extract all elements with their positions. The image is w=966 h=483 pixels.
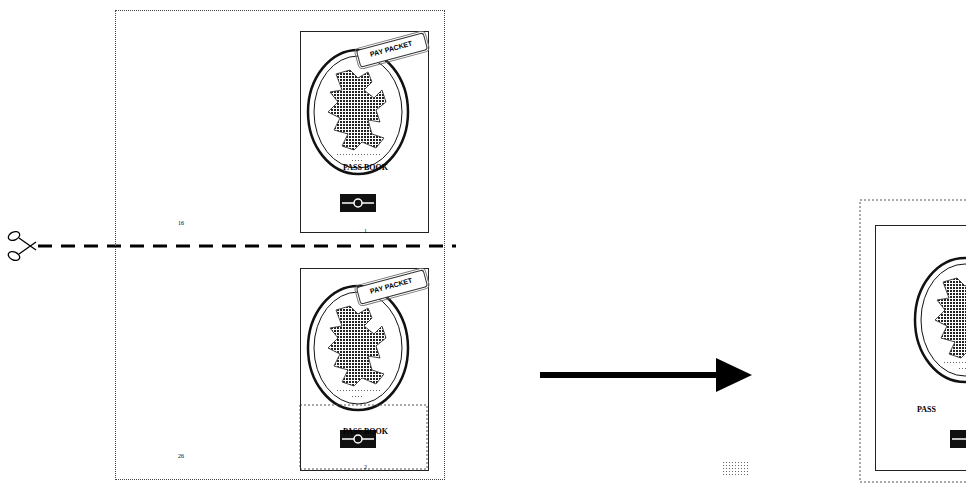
page-number: 2 — [301, 464, 430, 471]
stamp-text: PAY PACKET — [358, 37, 425, 62]
stamp: PAY PACKET — [356, 269, 428, 305]
cover-title: PASS BOOK — [301, 164, 430, 173]
page-number: 16 — [171, 220, 191, 227]
stamp-text: PAY PACKET — [358, 274, 425, 299]
cover-title: PASS — [917, 406, 957, 415]
page-number: 26 — [171, 453, 191, 460]
pass-book-cover: PASS BOOK 2 PAY PACKET — [300, 268, 429, 471]
stamp: PAY PACKET — [356, 32, 428, 68]
page-sheet: 1626PASS BOOK1PAY PACKETPASS BOOK2PAY PA… — [115, 10, 445, 480]
pass-book-cover: PASS BOOK 1 PAY PACKET — [300, 31, 429, 233]
page-number: 1 — [301, 228, 430, 235]
cover-title: PASS BOOK — [301, 428, 430, 437]
pass-book-cover: PASS — [875, 225, 966, 471]
